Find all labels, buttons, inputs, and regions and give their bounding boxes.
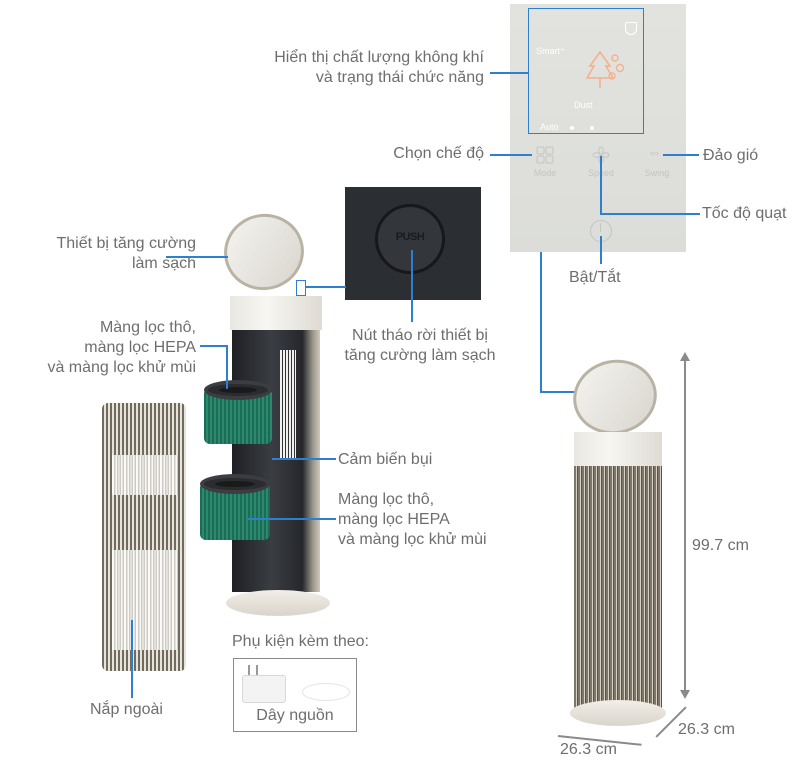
- assembled-top-ring: [574, 432, 662, 466]
- booster-callout-line1: Thiết bị tăng cường: [56, 235, 197, 252]
- plug-pin: [248, 665, 250, 675]
- height-dimension-label: 99.7 cm: [692, 537, 749, 554]
- callout-line: [131, 620, 133, 698]
- indicator-dot: [590, 126, 594, 130]
- callout-line: [600, 213, 700, 215]
- mode-button[interactable]: Mode: [530, 144, 560, 180]
- filter-bottom-callout: Màng lọc thô, màng lọc HEPA và màng lọc …: [338, 490, 487, 550]
- tower-base: [226, 590, 330, 616]
- callout-line: [490, 72, 528, 74]
- callout-line: [663, 154, 699, 156]
- indicator-dot: [570, 126, 574, 130]
- dust-sensor-callout: Cảm biến bụi: [338, 451, 433, 468]
- auto-label: Auto: [540, 122, 559, 132]
- callout-line: [540, 391, 602, 393]
- callout-line: [600, 236, 602, 264]
- filter-top-callout-line3: và màng lọc khử mùi: [47, 359, 196, 376]
- push-highlight-box: [296, 280, 306, 296]
- callout-line: [411, 250, 413, 322]
- filter-bottom-callout-line2: màng lọc HEPA: [338, 511, 450, 528]
- power-callout: Bật/Tắt: [569, 269, 621, 286]
- arrow-down-icon: [680, 690, 690, 699]
- filter-top-callout: Màng lọc thô, màng lọc HEPA và màng lọc …: [20, 318, 196, 378]
- callout-line: [248, 518, 336, 520]
- grid-icon: [536, 146, 554, 164]
- mode-callout: Chọn chế độ: [393, 145, 484, 162]
- callout-line: [600, 156, 602, 214]
- swing-callout: Đảo gió: [703, 147, 759, 164]
- height-dimension-line: [684, 354, 686, 694]
- callout-line: [490, 154, 532, 156]
- assembled-body: [574, 466, 662, 710]
- air-status-label: Dust: [574, 100, 593, 110]
- outer-cover-window: [112, 455, 178, 495]
- accessory-box: Dây nguồn: [233, 658, 357, 732]
- filter-top-callout-line2: màng lọc HEPA: [84, 339, 196, 356]
- filter-bottom-callout-line1: Màng lọc thô,: [338, 491, 435, 508]
- push-button-callout: Nút tháo rời thiết bị tăng cường làm sạc…: [330, 326, 510, 366]
- filter-top-rim: [204, 380, 272, 400]
- tree-dust-icon: [585, 50, 625, 88]
- outer-cover-callout: Nắp ngoài: [90, 701, 163, 718]
- push-callout-line1: Nút tháo rời thiết bị: [352, 327, 488, 344]
- shield-icon: [625, 22, 637, 35]
- arrow-up-icon: [680, 352, 690, 361]
- booster-callout-line2: làm sạch: [131, 255, 196, 272]
- accessories-title: Phụ kiện kèm theo:: [232, 633, 369, 650]
- swing-arrows-icon: ⇔: [647, 144, 662, 161]
- push-text: PUSH: [395, 231, 425, 243]
- tower-body: [232, 330, 320, 592]
- smart-mode-label: Smart⁺: [536, 46, 565, 56]
- power-cord-label: Dây nguồn: [256, 707, 334, 724]
- speed-callout: Tốc độ quạt: [702, 205, 787, 222]
- swing-button[interactable]: ⇔ Swing: [640, 144, 674, 180]
- control-panel: Smart⁺ Dust Auto Mode Speed ⇔ Swing: [510, 4, 686, 252]
- fan-icon: [592, 146, 610, 164]
- callout-line: [306, 286, 346, 288]
- assembled-booster-head: [566, 352, 664, 442]
- plug-pin: [256, 665, 258, 675]
- display-highlight-box: [528, 8, 644, 134]
- display-callout-line2: và trạng thái chức năng: [315, 69, 484, 86]
- display-callout-line1: Hiển thị chất lượng không khí: [274, 49, 484, 66]
- power-icon: [600, 223, 602, 232]
- push-callout-line2: tăng cường làm sạch: [344, 347, 496, 364]
- outer-cover-window: [112, 550, 178, 650]
- callout-line: [200, 345, 226, 347]
- callout-line: [166, 256, 228, 258]
- mode-label: Mode: [533, 168, 557, 178]
- filter-top-callout-line1: Màng lọc thô,: [99, 319, 196, 336]
- swing-label: Swing: [644, 168, 670, 178]
- push-button: PUSH: [375, 204, 445, 274]
- filter-bottom-callout-line3: và màng lọc khử mùi: [338, 531, 487, 548]
- callout-line: [540, 252, 542, 392]
- depth-dimension-label: 26.3 cm: [678, 721, 735, 738]
- internal-grille: [280, 350, 296, 460]
- width-dimension-label: 26.3 cm: [560, 741, 617, 758]
- cable-icon: [302, 683, 350, 701]
- assembled-base: [570, 700, 666, 726]
- callout-line: [272, 458, 336, 460]
- display-callout: Hiển thị chất lượng không khí và trạng t…: [240, 48, 484, 88]
- adapter-icon: [242, 675, 286, 703]
- push-button-closeup: PUSH: [345, 187, 481, 300]
- top-ring: [230, 296, 322, 330]
- filter-bottom-rim: [200, 474, 270, 494]
- callout-line: [226, 345, 228, 389]
- booster-callout: Thiết bị tăng cường làm sạch: [20, 234, 197, 274]
